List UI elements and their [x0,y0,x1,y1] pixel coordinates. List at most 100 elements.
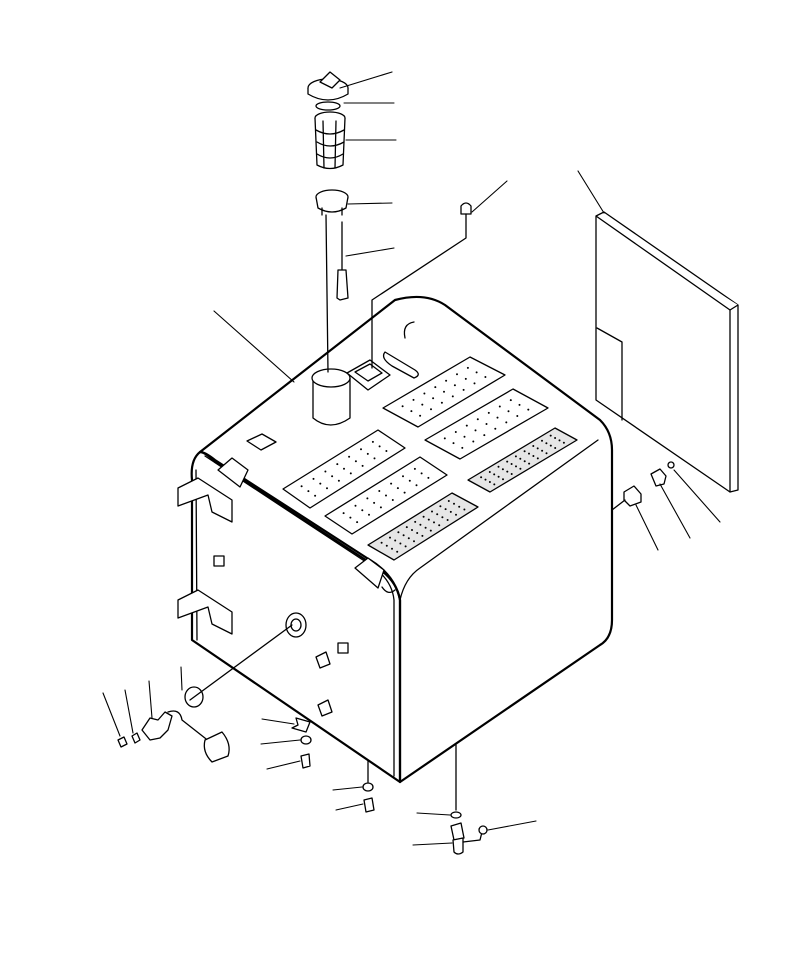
leader-drain-washer [332,786,363,791]
perforation-dot [391,547,393,550]
tank-front-face [190,450,402,784]
front-fitting-3 [315,651,331,669]
perforation-dot [307,490,310,493]
perforation-dot [487,411,490,414]
leader-bolt [102,692,121,737]
perforation-dot [314,494,317,497]
perforation-dot [494,427,497,430]
perforation-dot [402,475,404,478]
rear-corner-bracket [354,557,385,589]
perforation-dot [419,414,422,417]
perforation-dot [385,544,388,547]
dipstick [336,221,349,301]
clip [291,717,311,733]
front-fitting-4 [317,699,333,717]
perforation-dot [429,529,432,532]
perforation-dot [516,415,519,417]
perforation-dot [465,424,468,427]
perforation-dot [421,534,424,537]
perforation-dot [360,448,362,451]
perforation-dot [536,447,539,450]
leader-small-washer [416,812,451,816]
perforation-dot [461,446,464,449]
perforation-dot [415,484,418,487]
perforation-dot [349,472,352,475]
leader-dipstick [345,247,395,257]
leader-connector [635,504,659,551]
perforation-dot [354,460,357,463]
leader-washer [673,469,721,523]
side-cover-panel [595,211,739,493]
perforation-dot [532,445,535,447]
perforation-dot [371,440,374,443]
perforation-dot [420,472,423,475]
sensor-bracket [141,711,173,741]
leader-plug [659,483,691,539]
perforation-dot [326,487,328,490]
perforation-dot [545,442,548,445]
perforation-dot [416,532,419,534]
perforation-dot [443,390,445,393]
leader-cap [339,71,393,89]
perforation-dot [408,479,411,482]
perforation-dot [464,377,467,380]
gauge-port [285,612,307,638]
perforation-dot [385,494,387,497]
perforation-dot [452,442,455,445]
perforation-dot [404,545,407,548]
perforation-dot [378,445,381,448]
side-fittings [611,461,675,511]
perforation-dot [447,500,450,502]
drain-bolt [363,797,375,813]
perforation-dot [389,536,391,539]
mount-bracket-upper [177,477,233,523]
perforation-dot [536,457,539,460]
leader-lock-washer [124,689,134,734]
perforation-dot [410,410,413,413]
perforation-dot [319,482,322,485]
perforation-dot [558,439,561,442]
perforation-dot [506,460,509,463]
perforation-dot [496,416,499,419]
perforation-dot [337,479,340,482]
perforation-dot [401,405,404,408]
perforation-dot [506,470,509,473]
perforation-dot [549,434,552,437]
perforation-dot [439,505,442,508]
perforation-dot [549,444,552,447]
perforation-dot [397,531,400,534]
perforation-dot [502,478,504,481]
perforation-dot [378,490,381,492]
perforation-dot [454,431,457,433]
perforation-dot [515,465,517,468]
perforation-dot [510,473,513,475]
perforation-dot [541,439,543,442]
perforation-dot [356,521,359,524]
perforation-dot [545,452,548,455]
perforation-dot [427,476,430,479]
cap-axis [325,214,329,373]
filler-ring [315,189,349,216]
perforation-dot [458,505,461,508]
leader-o-ring [180,666,183,691]
perforation-dot [449,510,452,513]
perforation-dot [476,418,479,421]
leader-sensor-bracket [148,680,153,719]
leader-nut [260,739,301,745]
mount-bracket-lower [177,589,233,635]
connector [623,485,642,507]
perforation-dot [413,540,415,543]
nut [300,735,312,745]
leader-clip [261,718,295,725]
leader-side-cover-panel [577,170,605,214]
leader-drain-bolt [335,803,364,811]
perforation-dot [422,515,425,518]
perforation-dot [509,399,512,402]
perforation-dot [432,397,435,400]
cap-gasket [315,101,341,111]
perforation-dot [414,520,417,523]
perforation-dot [444,508,447,511]
perforation-dot [331,475,334,478]
perforation-dot [501,468,504,471]
perforation-dot [519,467,522,470]
